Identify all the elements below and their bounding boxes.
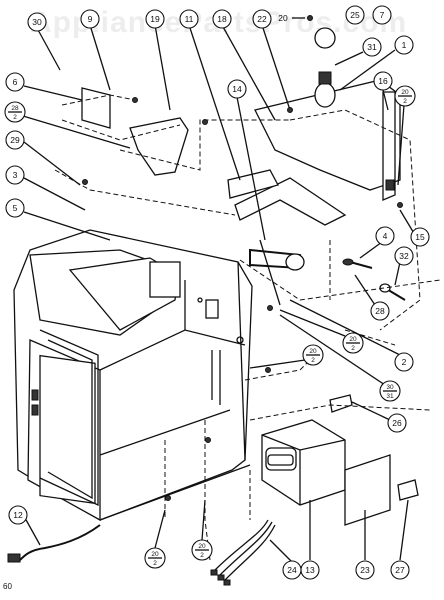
svg-text:20: 20 (278, 13, 288, 23)
fraction-20-2-right: 202 (394, 85, 416, 186)
waveguide-duct (249, 239, 305, 306)
top-shelf-panel (227, 79, 401, 226)
svg-text:20: 20 (349, 336, 357, 343)
svg-text:2: 2 (311, 357, 315, 364)
svg-text:15: 15 (415, 232, 425, 242)
callout-25: 25 (345, 5, 365, 25)
callout-15: 15 (399, 209, 430, 247)
callout-3: 3 (5, 165, 86, 211)
svg-text:20: 20 (198, 543, 206, 550)
svg-text:4: 4 (383, 231, 388, 241)
callout-7: 7 (372, 5, 392, 25)
callout-9: 9 (80, 9, 111, 91)
callout-26: 26 (351, 401, 407, 433)
svg-text:2: 2 (13, 114, 17, 121)
callout-14: 14 (227, 79, 266, 241)
callout-6: 6 (5, 72, 83, 101)
callout-20-top: 20 (278, 13, 305, 23)
callout-18: 18 (212, 9, 276, 121)
svg-text:29: 29 (10, 135, 20, 145)
svg-text:1: 1 (402, 40, 407, 50)
fraction-20-2-left: 202 (249, 344, 324, 369)
svg-text:19: 19 (150, 14, 160, 24)
transformer (261, 419, 346, 506)
fraction-20-2-bottom-b: 202 (191, 499, 213, 561)
svg-text:11: 11 (185, 14, 194, 24)
svg-text:5: 5 (13, 203, 18, 213)
callout-27: 27 (390, 499, 410, 580)
lamp-assembly (314, 27, 336, 108)
bracket-panels (81, 87, 189, 176)
svg-text:2: 2 (403, 98, 407, 105)
wire-harness (210, 519, 276, 586)
page-number: 60 (3, 582, 12, 591)
svg-text:32: 32 (399, 251, 409, 261)
callout-28: 28 (354, 274, 390, 321)
callout-32: 32 (394, 246, 414, 286)
small-panels (329, 394, 419, 526)
svg-text:20: 20 (309, 348, 317, 355)
svg-text:2: 2 (351, 345, 355, 352)
svg-text:2: 2 (200, 552, 204, 559)
svg-text:20: 20 (151, 551, 159, 558)
callout-1: 1 (339, 35, 414, 91)
callout-23: 23 (355, 510, 375, 580)
svg-text:14: 14 (232, 84, 242, 94)
fraction-28-2: 282 (4, 101, 131, 149)
svg-text:24: 24 (287, 565, 297, 575)
callout-4: 4 (359, 226, 395, 259)
fasteners (82, 15, 403, 501)
callout-12: 12 (8, 505, 41, 546)
callout-5: 5 (5, 198, 111, 241)
svg-text:2: 2 (153, 560, 157, 567)
callout-11: 11 (179, 9, 241, 181)
callout-22: 22 (252, 9, 291, 111)
svg-text:6: 6 (13, 77, 18, 87)
svg-text:20: 20 (401, 89, 409, 96)
callout-2: 2 (289, 299, 414, 372)
svg-text:9: 9 (88, 14, 93, 24)
svg-text:16: 16 (378, 76, 388, 86)
cabinet (13, 229, 253, 522)
svg-text:25: 25 (350, 10, 360, 20)
svg-text:13: 13 (305, 565, 315, 575)
callout-13: 13 (300, 500, 320, 580)
power-cord (7, 524, 101, 563)
svg-text:31: 31 (386, 393, 394, 400)
callout-16: 16 (373, 71, 393, 111)
fraction-20-2-mid: 20 2 (279, 309, 364, 354)
svg-text:30: 30 (32, 17, 42, 27)
svg-text:28: 28 (11, 105, 19, 112)
svg-text:28: 28 (375, 306, 385, 316)
callout-24: 24 (269, 539, 302, 580)
svg-text:26: 26 (392, 418, 402, 428)
svg-text:7: 7 (380, 10, 385, 20)
callout-29: 29 (5, 130, 81, 186)
thermal-protector (342, 258, 406, 301)
svg-text:23: 23 (360, 565, 370, 575)
svg-text:3: 3 (13, 170, 18, 180)
svg-text:30: 30 (386, 384, 394, 391)
callout-31: 31 (334, 37, 382, 66)
callouts: 30 9 19 11 18 22 20 25 7 31 1 6 29 3 5 1… (5, 5, 430, 580)
callout-19: 19 (145, 9, 171, 111)
svg-text:27: 27 (395, 565, 405, 575)
svg-text:12: 12 (13, 510, 23, 520)
fraction-20-2-bottom-a: 202 (144, 509, 166, 569)
bracket-16 (382, 91, 396, 201)
callout-30: 30 (27, 12, 61, 71)
svg-text:18: 18 (217, 14, 227, 24)
svg-text:2: 2 (402, 357, 407, 367)
svg-text:31: 31 (367, 42, 377, 52)
svg-text:22: 22 (257, 14, 267, 24)
